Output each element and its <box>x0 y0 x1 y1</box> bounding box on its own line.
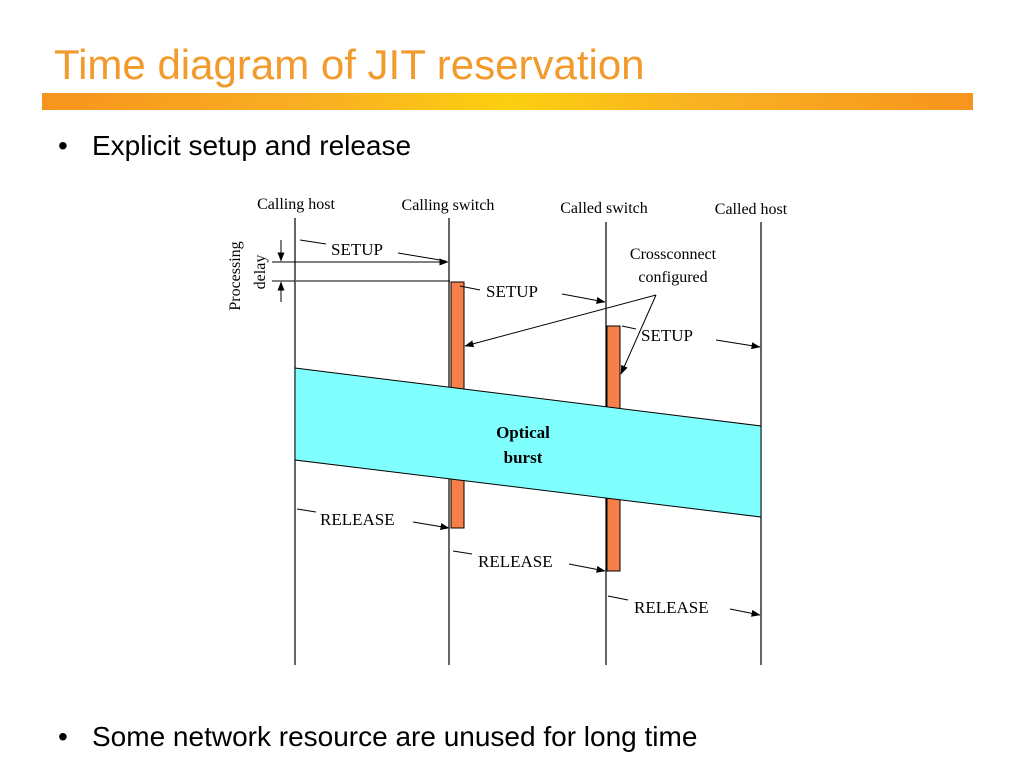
setup-label-tick-3 <box>621 325 637 330</box>
optical-burst-band <box>294 367 762 518</box>
burst-label-line-1: Optical <box>496 423 550 442</box>
bullet-symbol: • <box>58 721 68 752</box>
release-message-arrow-1 <box>412 521 450 531</box>
release-label-tick-1 <box>296 508 317 513</box>
processing-delay-label-line-1: Processing <box>227 241 244 310</box>
node-label-called-switch: Called switch <box>560 200 648 217</box>
setup-label-1: SETUP <box>331 240 383 259</box>
setup-label-tick-1 <box>299 239 327 245</box>
setup-label-3: SETUP <box>641 326 693 345</box>
title-underline-bar <box>42 93 973 110</box>
release-message-arrow-3 <box>729 608 761 617</box>
release-label-3: RELEASE <box>634 598 709 617</box>
bullet-item: • Explicit setup and release <box>58 129 411 163</box>
burst-label-line-2: burst <box>504 448 543 467</box>
node-label-called-host: Called host <box>715 201 788 218</box>
crossconnect-label-line-2: configured <box>638 269 707 286</box>
slide-title: Time diagram of JIT reservation <box>54 41 645 88</box>
node-label-calling-switch: Calling switch <box>402 197 495 214</box>
bullet-item: • Some network resource are unused for lo… <box>58 720 697 754</box>
bullet-text: Some network resource are unused for lon… <box>92 721 698 752</box>
release-message-arrow-2 <box>568 563 606 573</box>
release-label-tick-3 <box>607 595 629 601</box>
bullet-text: Explicit setup and release <box>92 130 412 161</box>
crossconnect-label-line-1: Crossconnect <box>630 246 717 263</box>
bullet-symbol: • <box>58 130 68 161</box>
release-label-1: RELEASE <box>320 510 395 529</box>
crossconnect-pointer-calling-switch <box>464 294 657 348</box>
setup-message-arrow-3 <box>715 339 761 350</box>
crossconnect-pointer-called-switch <box>620 294 657 375</box>
setup-label-tick-1b <box>397 252 447 262</box>
setup-label-tick-2 <box>459 285 481 291</box>
setup-label-2: SETUP <box>486 282 538 301</box>
node-label-calling-host: Calling host <box>257 196 335 213</box>
processing-delay-label-line-2: delay <box>252 255 269 290</box>
release-label-tick-2 <box>452 550 473 555</box>
setup-message-arrow-2b <box>561 293 606 304</box>
release-label-2: RELEASE <box>478 552 553 571</box>
